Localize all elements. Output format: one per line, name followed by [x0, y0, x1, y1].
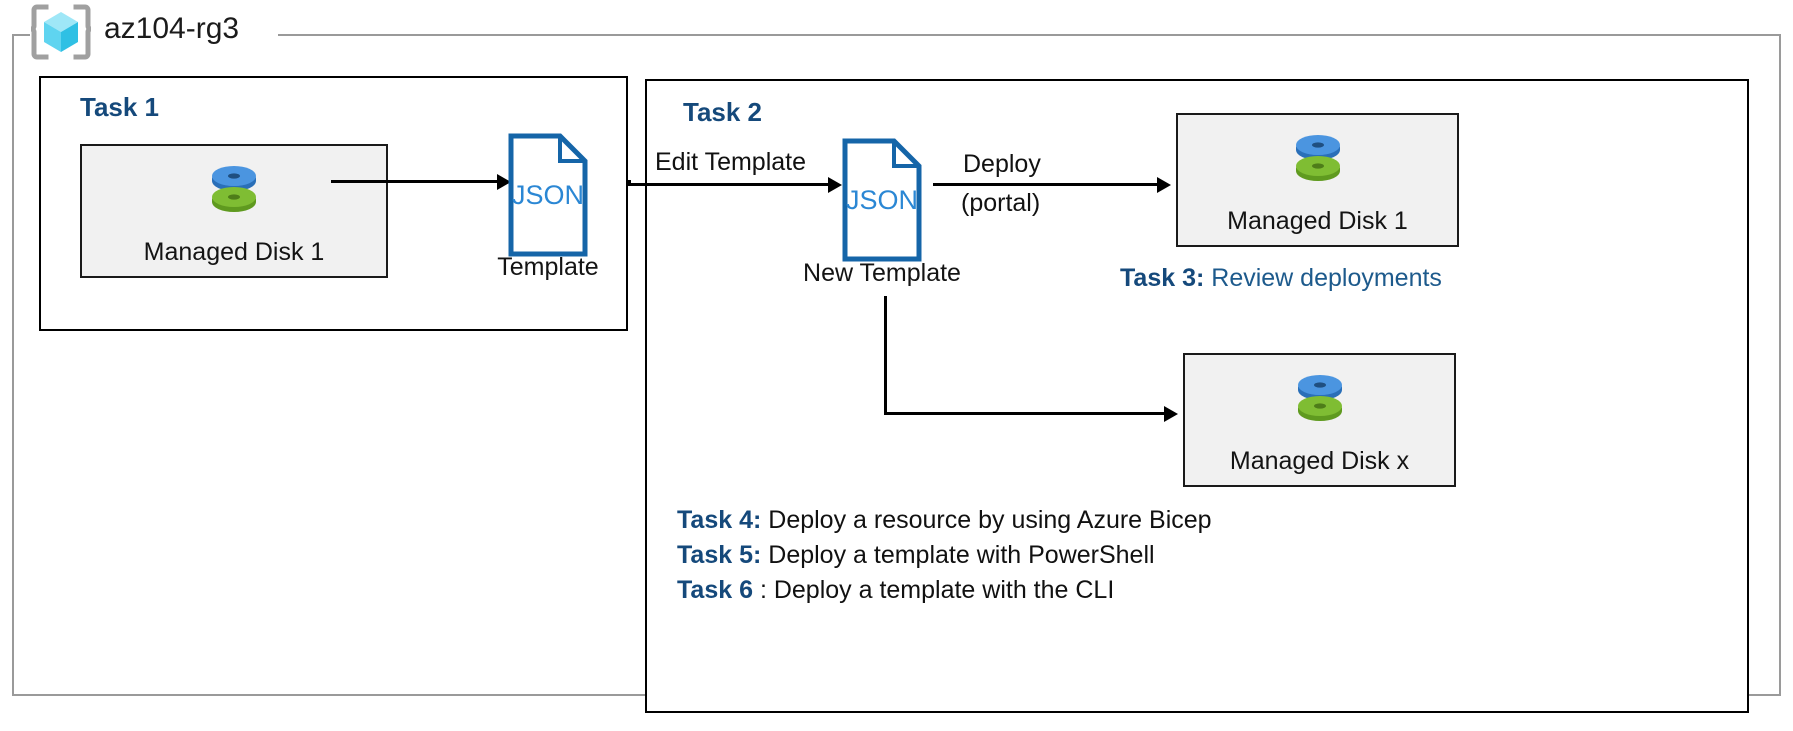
arrow-to-diskx-vertical — [884, 296, 887, 414]
task-5-body: Deploy a template with PowerShell — [768, 541, 1155, 569]
arrow-edit-template-line — [628, 183, 830, 186]
svg-text:JSON: JSON — [512, 180, 584, 210]
task-2-heading: Task 2 — [683, 97, 763, 127]
managed-disk-icon — [1290, 129, 1346, 185]
arrow-to-diskx-head — [1164, 406, 1178, 422]
template-json-icon: JSON — [508, 133, 588, 257]
resource-group-frame-left — [12, 34, 14, 696]
managed-disk-icon — [206, 160, 262, 216]
task-4-body: Deploy a resource by using Azure Bicep — [768, 506, 1212, 534]
task-4-text: Task 4: Deploy a resource by using Azure… — [677, 506, 1212, 535]
task-1-heading: Task 1 — [80, 92, 160, 122]
arrow-deploy-head — [1157, 177, 1171, 193]
task-3-text: Task 3: Review deployments — [1120, 264, 1442, 293]
task-6-text: Task 6 : Deploy a template with the CLI — [677, 576, 1114, 605]
task-5-text: Task 5: Deploy a template with PowerShel… — [677, 541, 1155, 570]
managed-disk-icon — [1292, 369, 1348, 425]
template-caption: Template — [497, 253, 599, 281]
resource-group-frame-top-right — [278, 34, 1781, 36]
new-template-json-icon: JSON — [842, 138, 922, 262]
arrow-disk1-to-template-head — [497, 174, 511, 190]
task-6-bold: Task 6 — [677, 576, 753, 604]
task-5-bold: Task 5: — [677, 541, 762, 569]
arrow-disk1-to-template-line — [331, 180, 499, 183]
deploy-label-line2: (portal) — [961, 189, 1041, 217]
arrow-edit-template-stub — [628, 180, 631, 185]
new-template-caption: New Template — [803, 259, 961, 287]
resource-group-frame-right — [1779, 34, 1781, 696]
resource-group-cube-icon — [30, 4, 92, 60]
managed-disk-1-label: Managed Disk 1 — [143, 238, 325, 266]
arrow-to-diskx-horizontal — [884, 412, 1166, 415]
resource-group-frame-top-left — [12, 34, 30, 36]
managed-disk-x-label: Managed Disk x — [1229, 447, 1410, 475]
task-3-bold: Task 3: — [1120, 264, 1205, 292]
task-6-body: : Deploy a template with the CLI — [759, 576, 1115, 604]
managed-disk-1-box: Managed Disk 1 — [80, 144, 388, 278]
deploy-label-line1: Deploy — [963, 150, 1041, 178]
task-4-bold: Task 4: — [677, 506, 762, 534]
resource-group-title: az104-rg3 — [104, 12, 240, 45]
edit-template-label: Edit Template — [655, 148, 807, 176]
managed-disk-x-box: Managed Disk x — [1183, 353, 1456, 487]
managed-disk-1-deployed-label: Managed Disk 1 — [1227, 207, 1408, 235]
arrow-edit-template-head — [828, 177, 842, 193]
arrow-deploy-line — [933, 183, 1159, 186]
svg-text:JSON: JSON — [846, 185, 918, 215]
task-3-body: Review deployments — [1211, 264, 1442, 292]
managed-disk-1-deployed-box: Managed Disk 1 — [1176, 113, 1459, 247]
